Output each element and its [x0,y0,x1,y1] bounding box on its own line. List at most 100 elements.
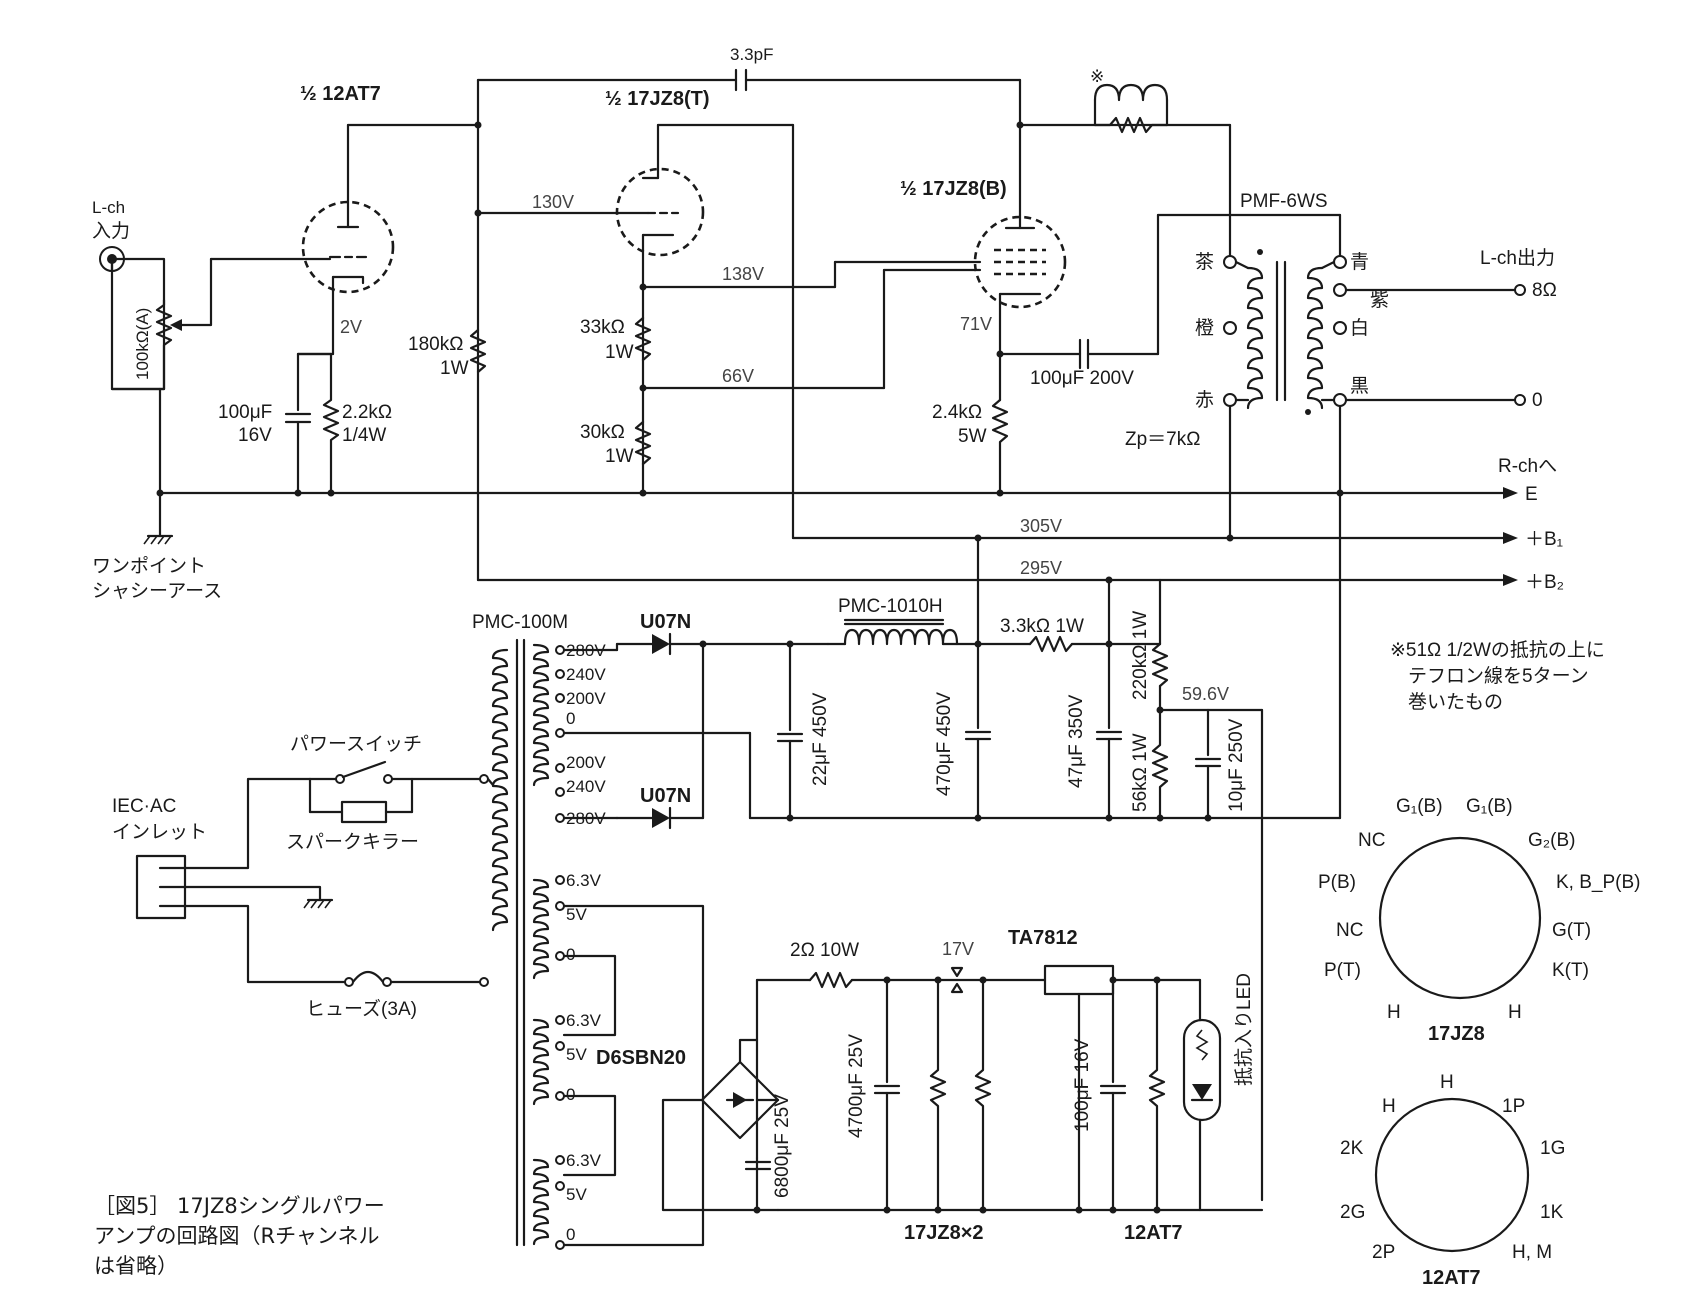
res-56k-label: 56kΩ 1W [1130,733,1151,812]
cap-4700uf-label: 4700μF 25V [846,1034,867,1138]
pin-17jz8-g1b-b: G₁(B) [1466,796,1513,817]
rail-b1-label: ＋B₁ [1525,529,1563,550]
tap-0-c: 0 [566,1225,575,1244]
star-mark: ※ [1090,67,1104,86]
tap-0-a: 0 [566,945,575,964]
inlet-label-line2: インレット [112,822,207,843]
lead-white: 白 [1350,317,1369,339]
diode-bottom-label: U07N [640,785,691,807]
pin-17jz8-g2b: G₂(B) [1528,830,1575,851]
rail-rch-label: R-chへ [1498,456,1557,477]
coupling-cap-label: 3.3pF [730,45,773,64]
lead-brown: 茶 [1195,251,1214,273]
divider-lower-power: 1W [605,446,634,467]
load-17jz8-label: 17JZ8×2 [904,1222,984,1244]
cap-22uf-label: 22μF 450V [810,692,831,786]
tap-280v-b: 280V [566,809,606,828]
cathode-cap-label: 100μF 200V [1030,368,1134,389]
note-line1: ※51Ω 1/2Wの抵抗の上に [1390,639,1605,661]
pinout-17jz8-name: 17JZ8 [1428,1023,1485,1045]
res-3k3-label: 3.3kΩ 1W [1000,616,1084,637]
choke-label: PMC-1010H [838,596,943,617]
cap-100uf-label: 100μF 16V [1072,1038,1093,1132]
plate-res-power: 1W [440,358,469,379]
voltage-295v: 295V [1020,558,1062,578]
note-line3: 巻いたもの [1408,691,1503,713]
volume-label: 100kΩ(A) [133,308,152,380]
pin-12at7-1g: 1G [1540,1138,1565,1159]
ground-label-line2: シャシーアース [92,581,222,602]
output-label: L-ch出力 [1480,247,1555,269]
cathode-r-power: 5W [958,426,987,447]
cathode-cap-voltage: 16V [238,425,272,446]
led-label: 抵抗入りLED [1233,973,1255,1086]
cathode-res-power: 1/4W [342,425,386,446]
output-tap-0: 0 [1532,390,1543,411]
regulator-label: TA7812 [1008,927,1078,949]
caption-line1: ［図5］ 17JZ8シングルパワー [94,1194,385,1218]
pin-17jz8-pb: P(B) [1318,872,1356,893]
pin-17jz8-kt: K(T) [1552,960,1589,981]
voltage-305v: 305V [1020,516,1062,536]
rail-e-label: E [1525,484,1538,505]
pinout-17jz8 [1378,836,1542,1000]
plate-res-value: 180kΩ [408,334,463,355]
caption-line3: は省略） [94,1254,178,1278]
tap-0-b: 0 [566,1085,575,1104]
pin-12at7-hm: H, M [1512,1242,1552,1263]
cathode-cap-value: 100μF [218,402,272,423]
pin-12at7-h-left: H [1382,1096,1396,1117]
fuse-label: ヒューズ(3A) [306,998,417,1020]
pin-12at7-2k: 2K [1340,1138,1364,1159]
voltage-71v: 71V [960,314,992,334]
pin-12at7-1p: 1P [1502,1096,1525,1117]
res-220k-label: 220kΩ 1W [1130,611,1151,700]
note-line2: テフロン線を5ターン [1408,665,1589,687]
cap-10uf-label: 10μF 250V [1226,718,1247,812]
tap-6v3-b: 6.3V [566,1011,602,1030]
voltage-17v: 17V [942,939,974,959]
pin-17jz8-nc-a: NC [1358,830,1385,851]
power-transformer-model: PMC-100M [472,612,568,633]
tap-200v-b: 200V [566,753,606,772]
ground-label-line1: ワンポイント [92,555,206,577]
lead-red: 赤 [1195,389,1214,411]
opt-model: PMF-6WS [1240,191,1328,212]
tap-0-hv: 0 [566,709,575,728]
voltage-59v: 59.6V [1182,684,1229,704]
lead-purple: 紫 [1370,289,1389,311]
pin-17jz8-g1b-a: G₁(B) [1396,796,1443,817]
input-label-line2: 入力 [92,220,130,242]
pin-17jz8-pt: P(T) [1324,960,1361,981]
pin-17jz8-h-b: H [1508,1002,1522,1023]
spark-killer-label: スパークキラー [286,831,419,853]
caption-line2: アンプの回路図（Rチャンネル [94,1224,380,1248]
tap-280v-a: 280V [566,641,606,660]
tube3-label: ½ 17JZ8(B) [900,178,1007,200]
pin-17jz8-nc-b: NC [1336,920,1363,941]
led-with-resistor [1182,1018,1222,1122]
diode-top-label: U07N [640,611,691,633]
bridge-rectifier-d6sbn20 [700,1060,780,1140]
power-switch-label: パワースイッチ [290,734,422,755]
tap-5v-b: 5V [566,1045,587,1064]
lead-orange: 橙 [1195,317,1214,339]
tap-240v-a: 240V [566,665,606,684]
opt-impedance: Zp＝7kΩ [1125,429,1200,450]
tube-17jz8-pentode [973,215,1067,309]
tap-6v3-a: 6.3V [566,871,602,890]
cap-470uf-label: 470μF 450V [934,692,955,796]
tap-6v3-c: 6.3V [566,1151,602,1170]
pin-12at7-2g: 2G [1340,1202,1365,1223]
divider-upper-value: 33kΩ [580,317,625,338]
input-label-line1: L-ch [92,198,125,217]
heater-taps [555,875,565,1250]
pinout-12at7-name: 12AT7 [1422,1267,1481,1289]
voltage-2v: 2V [340,317,362,337]
pin-12at7-2p: 2P [1372,1242,1395,1263]
voltage-138v: 138V [722,264,764,284]
volume-resistor [155,298,173,391]
voltage-66v: 66V [722,366,754,386]
